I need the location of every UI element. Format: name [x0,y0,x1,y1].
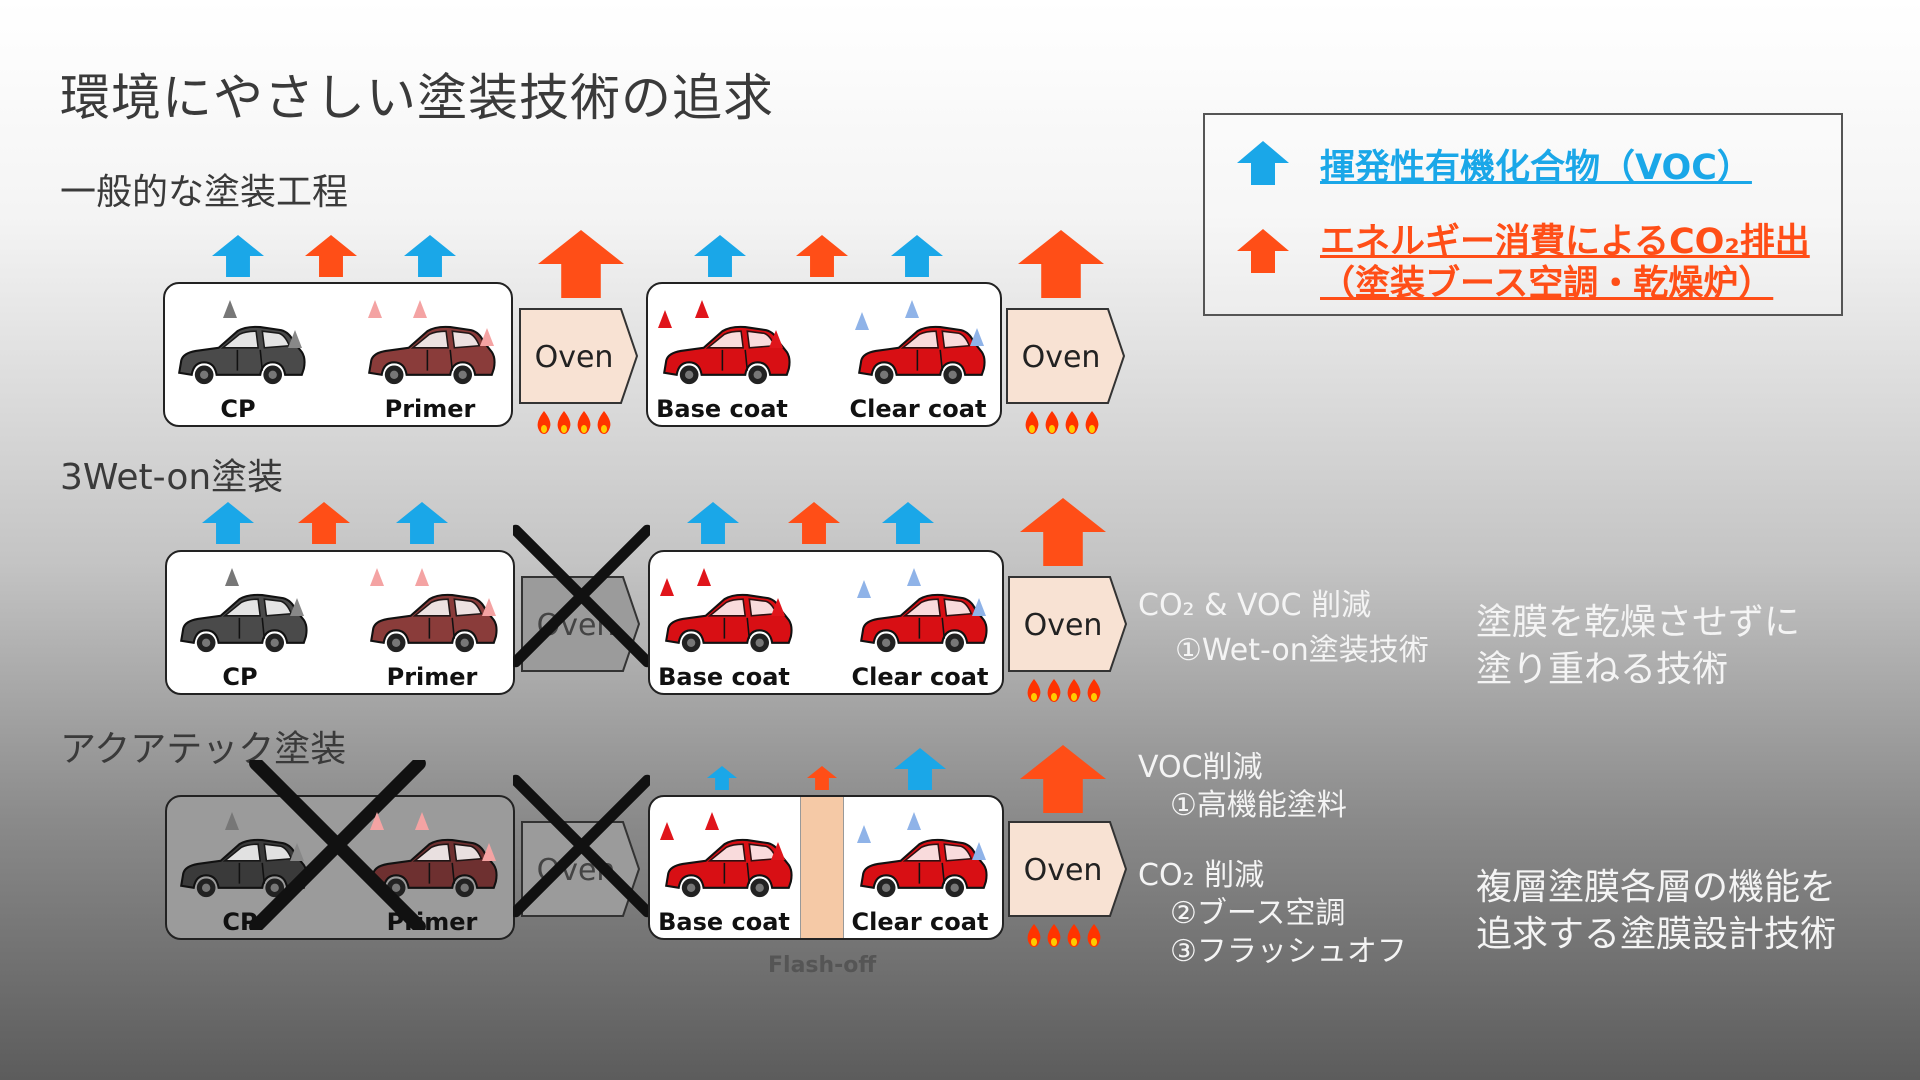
spray-icon [480,328,494,346]
spray-icon [368,300,382,318]
voc-arrow-icon [404,235,456,277]
page-title: 環境にやさしい塗装技術の追求 [60,69,774,127]
section-label-3wet: 3Wet-on塗装 [60,457,284,498]
voc-arrow-icon [894,748,946,790]
voc-arrow-icon [212,235,264,277]
spray-icon [413,300,427,318]
spray-icon [769,330,783,348]
spray-icon [905,300,919,318]
note-co2-voc-reduction: CO₂ & VOC 削減 [1138,588,1372,623]
co2-arrow-icon [305,235,357,277]
spray-icon [658,310,672,328]
label-cp: CP [222,663,258,691]
note-wet-on-desc-2: 塗り重ねる技術 [1476,649,1729,690]
spray-icon [415,568,429,586]
spray-icon [695,300,709,318]
spray-icon [907,812,921,830]
label-oven: Oven [1023,853,1103,888]
label-flash-off: Flash-off [768,953,877,978]
label-oven: Oven [1023,608,1103,643]
label-clear-coat: Clear coat [851,908,989,936]
spray-icon [370,812,384,830]
spray-icon [223,300,237,318]
voc-arrow-icon [694,235,746,277]
co2-arrow-icon [1020,745,1106,813]
spray-icon [857,825,871,843]
voc-arrow-icon [882,502,934,544]
spray-icon [970,328,984,346]
co2-arrow-icon [538,230,624,298]
note-wet-on-desc-1: 塗膜を乾燥させずに [1476,602,1801,643]
spray-icon [482,843,496,861]
spray-icon [290,598,304,616]
voc-arrow-icon [687,502,739,544]
voc-arrow-icon [202,502,254,544]
spray-icon [771,842,785,860]
spray-icon [225,812,239,830]
co2-arrow-icon [807,766,837,790]
label-clear-coat: Clear coat [851,663,989,691]
section-label-general: 一般的な塗装工程 [60,172,349,213]
note-aquatec-desc-2: 追求する塗膜設計技術 [1476,914,1837,955]
legend-voc: 揮発性有機化合物（VOC） [1320,148,1752,188]
spray-icon [660,578,674,596]
note-voc-reduction: VOC削減 [1138,750,1263,785]
spray-icon [370,568,384,586]
label-primer: Primer [386,663,478,691]
spray-icon [972,842,986,860]
note-booth-ac: ②ブース空調 [1170,896,1346,931]
voc-arrow-icon [707,766,737,790]
spray-icon [771,598,785,616]
label-oven: Oven [1021,340,1101,375]
spray-icon [972,598,986,616]
legend-box: 揮発性有機化合物（VOC） エネルギー消費によるCO₂排出 （塗装ブース空調・乾… [1203,113,1843,316]
spray-icon [290,843,304,861]
spray-icon [288,330,302,348]
spray-icon [415,812,429,830]
co2-arrow-icon [788,502,840,544]
spray-icon [225,568,239,586]
label-cp: CP [220,395,256,423]
voc-arrow-icon [891,235,943,277]
co2-arrow-icon [298,502,350,544]
label-clear-coat: Clear coat [849,395,987,423]
label-primer: Primer [384,395,476,423]
spray-icon [697,568,711,586]
label-base-coat: Base coat [658,908,790,936]
co2-arrow-icon [1018,230,1104,298]
co2-arrow-icon [796,235,848,277]
note-flash-off: ③フラッシュオフ [1170,934,1407,969]
legend-co2-detail: （塗装ブース空調・乾燥炉） [1320,264,1774,304]
note-high-perf-paint: ①高機能塗料 [1170,788,1347,823]
label-cp: CP [222,908,258,936]
spray-icon [855,312,869,330]
voc-arrow-icon [396,502,448,544]
note-wet-on: ①Wet-on塗装技術 [1175,633,1429,668]
spray-icon [705,812,719,830]
label-base-coat: Base coat [658,663,790,691]
legend-co2: エネルギー消費によるCO₂排出 [1320,222,1810,262]
spray-icon [660,822,674,840]
label-base-coat: Base coat [656,395,788,423]
co2-arrow-icon [1237,229,1289,273]
spray-icon [857,580,871,598]
spray-icon [482,598,496,616]
section-label-aquatec: アクアテック塗装 [60,729,347,770]
flash-off-zone [800,797,844,938]
note-aquatec-desc-1: 複層塗膜各層の機能を [1476,867,1837,908]
spray-icon [907,568,921,586]
co2-arrow-icon [1020,498,1106,566]
note-co2-reduction: CO₂ 削減 [1138,858,1265,893]
voc-arrow-icon [1237,141,1289,185]
label-oven: Oven [534,340,614,375]
